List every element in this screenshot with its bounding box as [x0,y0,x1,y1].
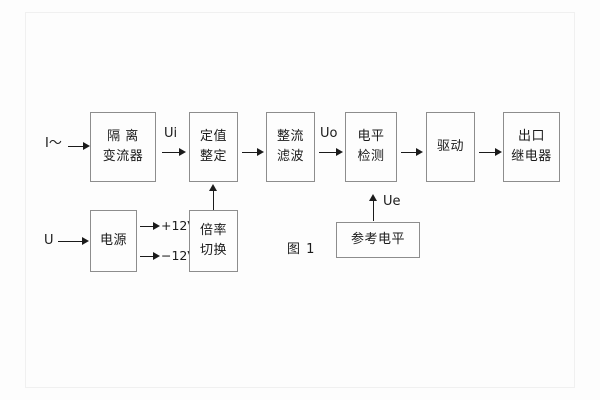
arrowhead-drive-to-relay [495,147,502,156]
block-output-relay-line1: 出口 [517,128,545,144]
arrowhead-input-to-power [82,236,89,245]
block-level-detection-line1: 电平 [357,128,385,144]
block-rectify-filter-line2: 滤波 [276,149,304,164]
arrowhead-setting-to-rectify [257,147,264,156]
connector-input-to-power [58,241,83,242]
block-isolation-transformer[interactable]: 隔 离 变流器 [90,112,156,182]
current-input-label: I～ [45,136,62,151]
arrowhead-isolation-to-setting [179,147,186,156]
connector-rectify-to-level [319,152,337,153]
uo-signal-label: Uo [320,126,338,141]
voltage-input-label: U [44,233,54,248]
connector-drive-to-relay [479,152,496,153]
block-output-relay-line2: 继电器 [511,149,552,164]
rail-negative-label: −12V [161,248,196,263]
connector-isolation-to-setting [162,152,180,153]
block-multiplier-switch[interactable]: 倍率 切换 [189,210,238,272]
ui-signal-label: Ui [164,126,178,141]
figure-caption: 图 1 [287,242,316,257]
block-reference-level-line1: 参考电平 [350,231,405,247]
block-level-detection-line2: 检测 [357,149,385,164]
connector-rail-negative [140,256,154,257]
arrowhead-level-to-drive [416,147,423,156]
block-level-detection[interactable]: 电平 检测 [345,112,397,182]
block-setting-adjustment-line2: 整定 [199,149,227,164]
block-rectify-filter-line1: 整流 [276,128,304,144]
connector-level-to-drive [401,152,417,153]
connector-setting-to-rectify [242,152,258,153]
block-output-relay[interactable]: 出口 继电器 [503,112,560,182]
block-drive[interactable]: 驱动 [426,112,475,182]
block-setting-adjustment-line1: 定值 [199,128,227,144]
block-setting-adjustment[interactable]: 定值 整定 [189,112,238,182]
arrowhead-rectify-to-level [336,147,343,156]
arrowhead-rail-positive [153,221,160,230]
connector-multiplier-to-setting [213,190,214,210]
block-isolation-transformer-line1: 隔 离 [107,128,139,144]
rail-positive-label: +12V [161,218,196,233]
block-isolation-transformer-line2: 变流器 [102,149,144,164]
arrowhead-multiplier-to-setting [209,184,217,191]
connector-reference-to-level [373,200,374,221]
block-reference-level[interactable]: 参考电平 [336,222,420,258]
ue-signal-label: Ue [383,194,401,209]
arrowhead-rail-negative [153,251,160,260]
arrowhead-input-to-isolation [83,141,90,150]
block-drive-line1: 驱动 [436,138,464,154]
connector-rail-positive [140,226,154,227]
block-power-supply-line1: 电源 [99,232,127,248]
diagram-frame [25,12,575,388]
connector-input-to-isolation [68,146,84,147]
arrowhead-reference-to-level [369,194,377,201]
block-power-supply[interactable]: 电源 [90,210,137,272]
block-rectify-filter[interactable]: 整流 滤波 [266,112,315,182]
block-multiplier-switch-line2: 切换 [199,243,227,258]
block-multiplier-switch-line1: 倍率 [199,222,227,238]
